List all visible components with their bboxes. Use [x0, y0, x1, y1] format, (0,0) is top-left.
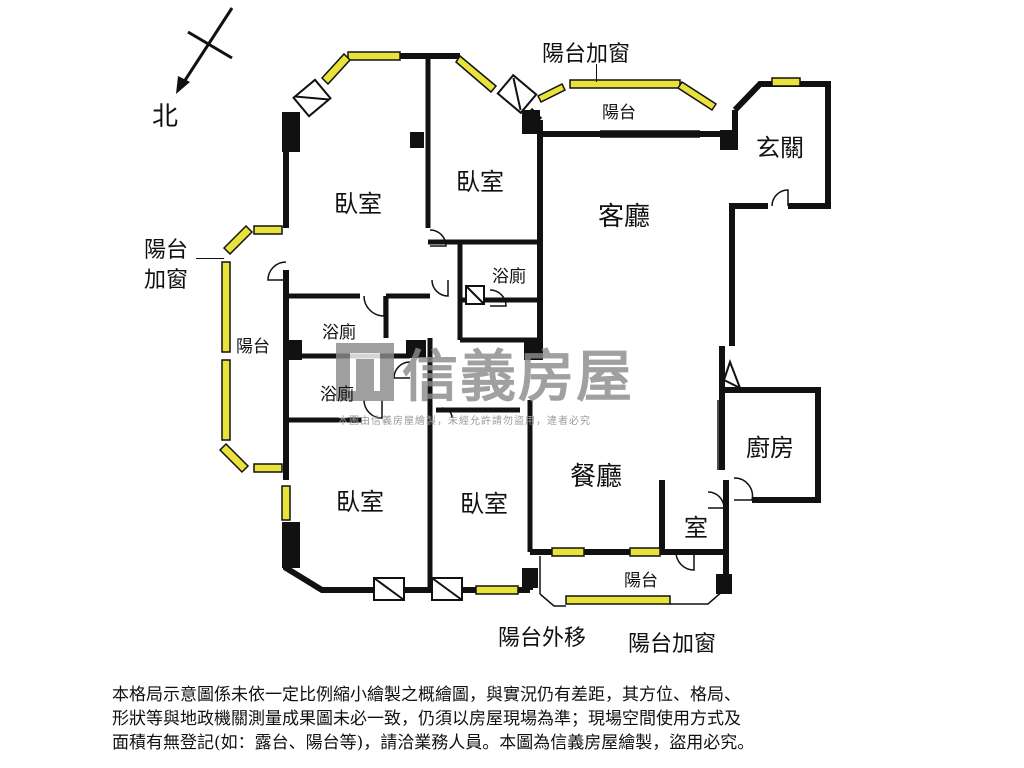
room-balcony-bottom: 陽台	[624, 571, 658, 591]
disclaimer: 本格局示意圖係未依一定比例縮小繪製之概繪圖，與實況仍有差距，其方位、格局、 形狀…	[112, 683, 912, 755]
annotation-balcony-moved-out: 陽台外移	[498, 626, 587, 651]
room-bath-2: 浴廁	[322, 323, 356, 343]
annotation-balcony-window-top: 陽台加窗	[542, 42, 631, 67]
room-small: 室	[684, 514, 708, 542]
disclaimer-line: 面積有無登記(如：露台、陽台等)，請洽業務人員。本圖為信義房屋繪製，盜用必究。	[112, 733, 755, 753]
room-bedroom-top-mid: 臥室	[456, 168, 504, 196]
disclaimer-line: 形狀等與地政機關測量成果圖未必一致，仍須以房屋現場為準；現場空間使用方式及	[112, 709, 741, 729]
watermark-notice: 本圖由信義房屋繪製，未經允許請勿盜用，違者必究	[338, 416, 591, 427]
brand-logo-icon	[336, 343, 394, 401]
room-balcony-top: 陽台	[602, 103, 636, 123]
room-bedroom-bottom-mid: 臥室	[460, 490, 508, 518]
leader-line	[196, 258, 224, 259]
watermark-brand: 信義房屋	[402, 344, 634, 410]
annotation-balcony-window-left-2: 加窗	[144, 268, 189, 293]
room-bath-1: 浴廁	[492, 267, 526, 287]
room-living: 客廳	[598, 202, 651, 232]
disclaimer-line: 本格局示意圖係未依一定比例縮小繪製之概繪圖，與實況仍有差距，其方位、格局、	[112, 685, 741, 705]
room-kitchen: 廚房	[746, 434, 794, 462]
compass-arrow-icon	[176, 7, 234, 94]
room-bedroom-bottom-left: 臥室	[336, 488, 384, 516]
annotation-balcony-window-left-1: 陽台	[144, 238, 189, 263]
wall-blocks	[282, 110, 736, 594]
north-label: 北	[152, 102, 179, 132]
leader-line	[596, 64, 597, 82]
watermark: 信義房屋	[336, 336, 696, 410]
doors	[267, 189, 789, 571]
room-bedroom-top-left: 臥室	[334, 190, 382, 218]
room-entrance: 玄關	[756, 134, 804, 162]
ac-units	[292, 73, 538, 601]
room-bath-3: 浴廁	[320, 385, 354, 405]
glass-partitions	[539, 130, 742, 607]
windows	[218, 51, 801, 605]
annotation-balcony-window-bottom: 陽台加窗	[628, 632, 717, 657]
room-dining: 餐廳	[570, 462, 623, 492]
room-balcony-left: 陽台	[236, 337, 270, 357]
